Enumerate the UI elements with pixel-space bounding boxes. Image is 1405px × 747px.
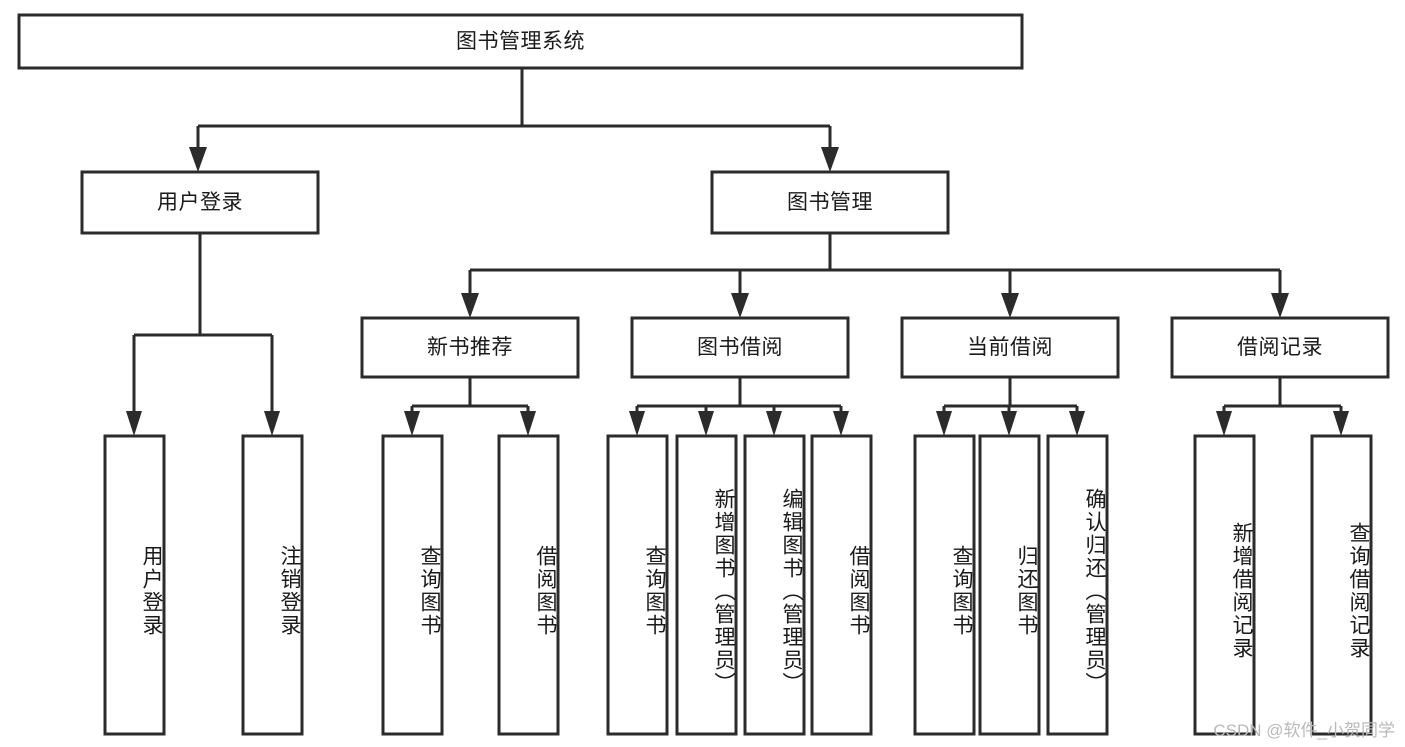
node-leaf-return-book-box[interactable]	[978, 434, 1041, 736]
node-leaf-user-logout-box[interactable]	[241, 434, 304, 736]
node-leaf-query-book-2-box[interactable]	[606, 434, 669, 736]
arrow-head-icon	[1001, 411, 1017, 436]
arrow-head-icon	[766, 411, 782, 436]
node-leaf-user-login-box[interactable]	[103, 434, 166, 736]
arrow-head-icon	[821, 147, 839, 172]
arrow-head-icon	[1216, 411, 1232, 436]
connector-user-login-to-leaves	[126, 233, 280, 436]
node-leaf-add-record-box[interactable]	[1193, 434, 1256, 736]
node-leaf-query-book-3-box[interactable]	[913, 434, 976, 736]
node-borrow-record-box[interactable]	[1170, 316, 1390, 379]
arrow-head-icon	[404, 411, 420, 436]
arrow-head-icon	[520, 411, 536, 436]
node-user-login-box[interactable]	[80, 170, 320, 235]
connector-borrow-record-to-leaves	[1216, 377, 1349, 436]
node-leaf-query-record-box[interactable]	[1310, 434, 1373, 736]
connector-book-borrow-to-leaves	[629, 377, 849, 436]
node-leaf-borrow-book-2-box[interactable]	[810, 434, 873, 736]
connector-root-to-level2	[189, 68, 839, 172]
arrow-head-icon	[833, 411, 849, 436]
node-leaf-borrow-book-1-box[interactable]	[497, 434, 560, 736]
arrow-head-icon	[936, 411, 952, 436]
node-leaf-add-book-box[interactable]	[675, 434, 738, 736]
connector-new-book-recommend-to-leaves	[404, 377, 536, 436]
arrow-head-icon	[629, 411, 645, 436]
node-leaf-confirm-return-box[interactable]	[1046, 434, 1109, 736]
node-leaf-query-book-1-box[interactable]	[381, 434, 444, 736]
node-book-borrow-box[interactable]	[630, 316, 850, 379]
arrow-head-icon	[1001, 293, 1019, 318]
node-root-box[interactable]	[17, 13, 1024, 70]
arrow-head-icon	[1333, 411, 1349, 436]
arrow-head-icon	[189, 147, 207, 172]
node-leaf-edit-book-box[interactable]	[743, 434, 806, 736]
arrow-head-icon	[731, 293, 749, 318]
node-book-management-box[interactable]	[710, 170, 950, 235]
arrow-head-icon	[461, 293, 479, 318]
node-new-book-recommend-box[interactable]	[360, 316, 580, 379]
node-current-borrow-box[interactable]	[900, 316, 1120, 379]
connector-current-borrow-to-leaves	[936, 377, 1085, 436]
arrow-head-icon	[264, 411, 280, 436]
arrow-head-icon	[1069, 411, 1085, 436]
arrow-head-icon	[698, 411, 714, 436]
arrow-head-icon	[1271, 293, 1289, 318]
connector-book-management-to-level3	[461, 233, 1289, 318]
arrow-head-icon	[126, 411, 142, 436]
